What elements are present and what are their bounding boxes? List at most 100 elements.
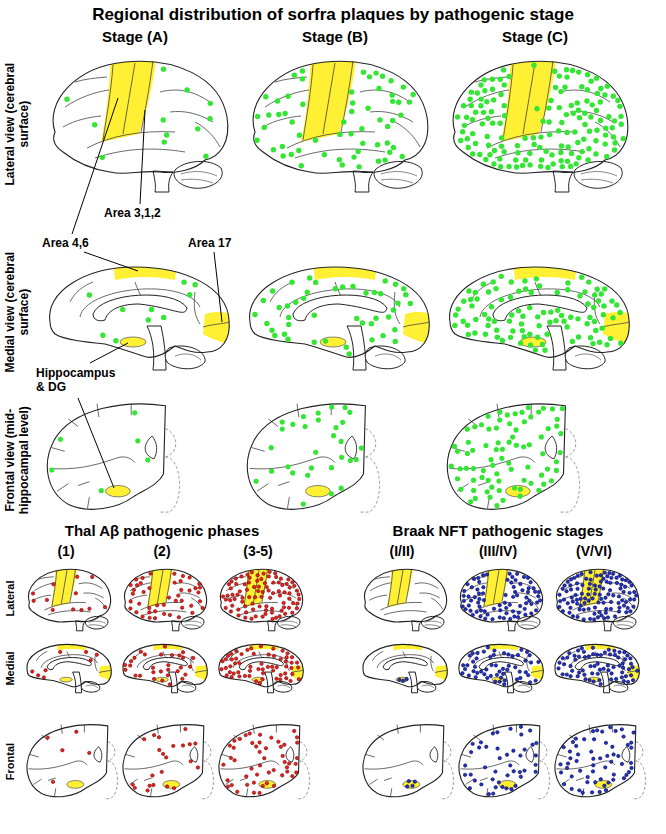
plaque-dot [452,444,457,449]
plaque-dot [609,726,612,729]
plaque-dot [287,606,290,609]
plaque-dot [581,669,584,672]
plaque-dot [602,286,607,291]
plaque-dot [574,658,577,661]
plaque-dot [528,729,531,732]
plaque-dot [581,136,586,141]
plaque-dot [545,331,550,336]
plaque-dot [132,588,135,591]
plaque-dot [603,125,608,130]
brain-outline [459,725,549,799]
plaque-dot [621,599,624,602]
plaque-dot [246,783,249,786]
plaque-dot [262,125,267,130]
plaque-dot [498,92,503,97]
plaque-dot [263,94,268,99]
plaque-dot [240,652,243,655]
plaque-dot [120,307,125,312]
plaque-dot [329,405,334,410]
plaque-dot [477,576,480,579]
plaque-dot [540,119,545,124]
plaque-dot [558,450,563,455]
plaque-dot [598,86,603,91]
plaque-dot [133,656,136,659]
plaque-dot [267,653,270,656]
plaque-dot [167,663,170,666]
plaque-dot [290,422,295,427]
plaque-dot [356,164,361,169]
leader-line [84,252,138,271]
plaque-dot [237,671,240,674]
plaque-dot [483,157,488,162]
plaque-dot [606,664,609,667]
plaque-dot [295,756,298,759]
plaque-dot [582,608,585,611]
plaque-dot [612,773,615,776]
plaque-dot [142,590,145,593]
plaque-dot [533,590,536,593]
row-label: Frontal view (mid-hippocampal level) [3,390,31,530]
plaque-dot [207,116,212,121]
plaque-dot [164,756,167,759]
plaque-dot [258,682,261,685]
plaque-dot [499,297,504,302]
plaque-dot [100,155,105,160]
plaque-dot [630,741,633,744]
plaque-dot [562,663,565,666]
stage-header: (V/VI) [549,543,639,560]
plaque-dot [521,444,526,449]
plaque-dot [502,82,507,87]
plaque-dot [568,315,573,320]
plaque-dot [565,280,570,285]
plaque-dot [244,611,247,614]
plaque-dot [261,298,266,303]
plaque-dot [262,572,265,575]
plaque-dot [80,608,83,611]
plaque-dot [505,753,508,756]
plaque-dot [576,753,579,756]
plaque-dot [531,135,536,140]
plaque-dot [290,661,293,664]
plaque-dot [261,668,264,671]
plaque-dot [36,674,39,677]
plaque-dot [595,574,598,577]
plaque-dot [571,614,574,617]
plaque-dot [539,434,544,439]
plaque-dot [145,457,150,462]
plaque-dot [512,770,515,773]
plaque-dot [208,101,213,106]
plaque-dot [539,599,542,602]
plaque-dot [518,487,523,492]
plaque-dot [604,154,609,159]
plaque-dot [128,664,131,667]
brain-outline [555,725,645,799]
plaque-dot [528,342,533,347]
plaque-dot [499,274,504,279]
plaque-dot [372,290,377,295]
plaque-dot [251,741,254,744]
plaque-dot [284,672,287,675]
plaque-dot [466,664,469,667]
plaque-dot [280,427,285,432]
plaque-dot [203,154,208,159]
plaque-dot [541,310,546,315]
plaque-dot [51,608,54,611]
plaque-dot [135,438,140,443]
plaque-dot [592,680,595,683]
plaque-dot [163,645,166,648]
plaque-dot [500,498,505,503]
plaque-dot [605,580,608,583]
plaque-dot [476,651,479,654]
plaque-dot [506,774,509,777]
plaque-dot [478,82,483,87]
brain-panels [27,52,646,799]
plaque-dot [181,279,186,284]
plaque-dot [503,683,506,686]
plaque-dot [230,675,233,678]
plaque-dot [226,779,229,782]
plaque-dot [506,461,511,466]
plaque-dot [236,790,239,793]
plaque-dot [234,657,237,660]
plaque-dot [155,604,158,607]
